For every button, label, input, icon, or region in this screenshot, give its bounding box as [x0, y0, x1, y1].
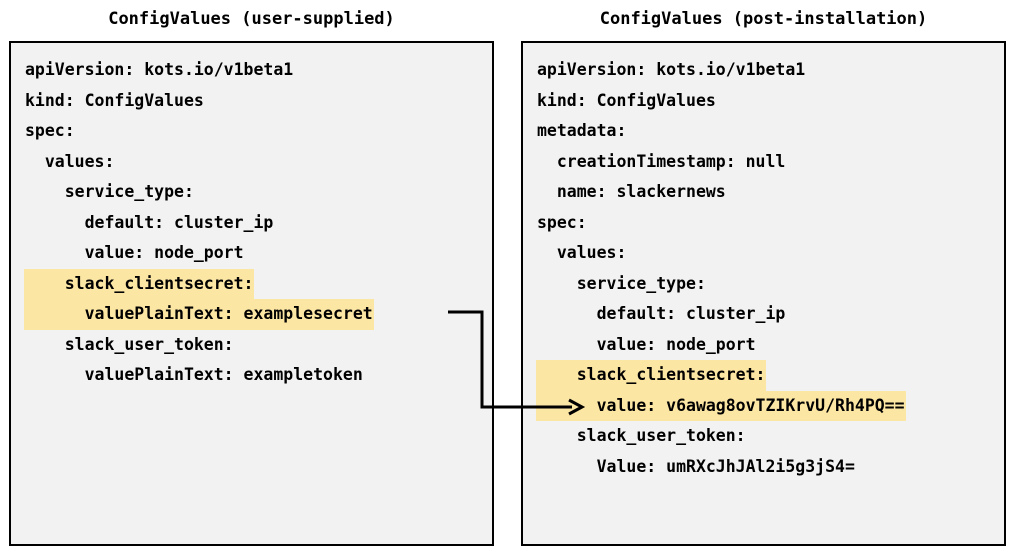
yaml-line-text: creationTimestamp: null	[537, 151, 786, 171]
right-yaml-block: apiVersion: kots.io/v1beta1 kind: ConfigV…	[523, 43, 1004, 544]
yaml-line: valuePlainText: examplesecret	[11, 299, 492, 330]
yaml-line: service_type:	[523, 269, 1004, 300]
yaml-line: slack_user_token:	[11, 330, 492, 361]
yaml-line-text: apiVersion: kots.io/v1beta1	[537, 60, 806, 79]
yaml-line-text: values:	[25, 151, 115, 171]
yaml-line-text: kind: ConfigValues	[25, 90, 204, 110]
left-config-panel: apiVersion: kots.io/v1beta1 kind: ConfigV…	[9, 41, 494, 546]
yaml-line-text: default: cluster_ip	[25, 212, 274, 232]
yaml-line: value: node_port	[523, 330, 1004, 361]
yaml-line-text: metadata:	[537, 121, 627, 140]
yaml-line-text: Value: umRXcJhJAl2i5g3jS4=	[537, 456, 855, 476]
right-panel-title: ConfigValues (post-installation)	[599, 9, 928, 29]
yaml-line-text: slack_user_token:	[537, 426, 746, 445]
yaml-line: spec:	[523, 208, 1004, 239]
yaml-line-text: value: node_port	[537, 334, 756, 354]
yaml-line: kind: ConfigValues	[523, 86, 1004, 117]
yaml-line-text: slack_clientsecret:	[24, 268, 255, 299]
yaml-line: kind: ConfigValues	[11, 86, 492, 117]
yaml-line: creationTimestamp: null	[523, 147, 1004, 178]
yaml-line-text: spec:	[25, 121, 75, 140]
yaml-line: apiVersion: kots.io/v1beta1	[11, 55, 492, 86]
yaml-line: slack_clientsecret:	[523, 360, 1004, 391]
yaml-line-text: valuePlainText: examplesecret	[24, 299, 374, 330]
yaml-line-text: values:	[537, 243, 627, 262]
yaml-line-text: service_type:	[25, 182, 194, 201]
yaml-line-text: value: node_port	[25, 243, 244, 262]
yaml-line: Value: umRXcJhJAl2i5g3jS4=	[523, 452, 1004, 483]
right-config-panel: apiVersion: kots.io/v1beta1 kind: ConfigV…	[521, 41, 1006, 546]
left-yaml-block: apiVersion: kots.io/v1beta1 kind: ConfigV…	[11, 43, 492, 544]
yaml-line-text: slack_user_token:	[25, 334, 234, 354]
yaml-line: service_type:	[11, 177, 492, 208]
yaml-line-text: apiVersion: kots.io/v1beta1	[25, 60, 294, 79]
yaml-line-text: service_type:	[537, 273, 706, 293]
yaml-line: name: slackernews	[523, 177, 1004, 208]
yaml-line: spec:	[11, 116, 492, 147]
yaml-line: value: node_port	[11, 238, 492, 269]
yaml-line: values:	[523, 238, 1004, 269]
yaml-line: apiVersion: kots.io/v1beta1	[523, 55, 1004, 86]
yaml-line-text: valuePlainText: exampletoken	[25, 365, 363, 384]
yaml-line: metadata:	[523, 116, 1004, 147]
yaml-line-text: spec:	[537, 212, 587, 232]
yaml-line: slack_clientsecret:	[11, 268, 492, 299]
yaml-line: values:	[11, 147, 492, 178]
left-panel-title: ConfigValues (user-supplied)	[108, 9, 395, 29]
yaml-line: default: cluster_ip	[11, 208, 492, 239]
yaml-line-text: default: cluster_ip	[537, 304, 786, 323]
yaml-line-text: slack_clientsecret:	[536, 360, 767, 391]
yaml-line-text: name: slackernews	[537, 182, 726, 201]
yaml-line: slack_user_token:	[523, 421, 1004, 452]
yaml-line: default: cluster_ip	[523, 299, 1004, 330]
yaml-line-text: kind: ConfigValues	[537, 90, 716, 110]
yaml-line: valuePlainText: exampletoken	[11, 360, 492, 391]
yaml-line: value: v6awag8ovTZIKrvU/Rh4PQ==	[523, 390, 1004, 421]
yaml-line-text: value: v6awag8ovTZIKrvU/Rh4PQ==	[536, 390, 906, 421]
